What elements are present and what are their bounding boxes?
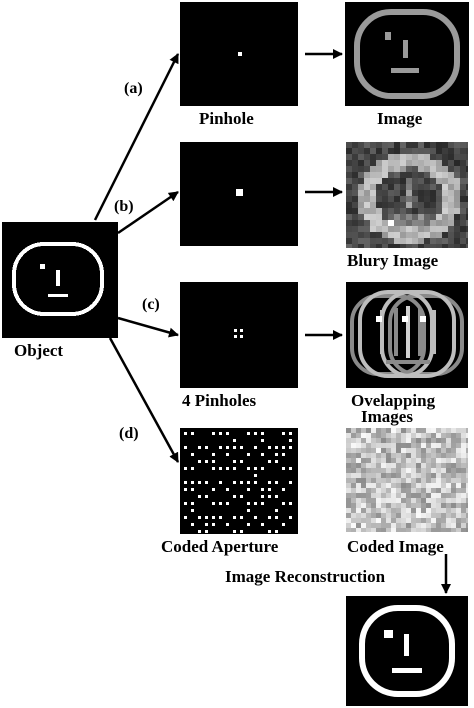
image-label: Image (377, 109, 423, 128)
reconstructed-image-panel (346, 596, 468, 706)
branch-letter-b: (b) (114, 198, 134, 215)
branch-letter-a: (a) (124, 80, 143, 97)
blurry-image-label: Blury Image (347, 251, 439, 270)
coded-aperture-label: Coded Aperture (161, 537, 279, 556)
coded-image-label: Coded Image (347, 537, 444, 556)
overlapping-images-label: Ovelapping (351, 391, 436, 410)
coded-image-panel (346, 428, 468, 532)
branch-letter-c: (c) (142, 296, 160, 313)
pinhole-label: Pinhole (199, 109, 254, 128)
four-pinholes-label: 4 Pinholes (182, 391, 257, 410)
pinhole-mask-panel (180, 2, 298, 106)
arrow-c (117, 316, 179, 338)
image-reconstruction-label: Image Reconstruction (225, 567, 386, 586)
blurry-image-panel (346, 142, 468, 248)
object-label: Object (14, 341, 64, 360)
arrow-b (117, 190, 179, 235)
four-pinholes-mask-panel (180, 282, 298, 388)
arrow-a (93, 53, 180, 221)
coded-aperture-mask-panel (180, 428, 298, 534)
sharp-image-panel (345, 2, 469, 106)
arrow-d (108, 337, 180, 463)
branch-letter-d: (d) (119, 425, 139, 442)
overlapping-images-label-2: Images (361, 407, 413, 426)
object-panel (2, 222, 118, 338)
large-pinhole-mask-panel (180, 142, 298, 246)
overlapping-images-panel (346, 282, 468, 388)
